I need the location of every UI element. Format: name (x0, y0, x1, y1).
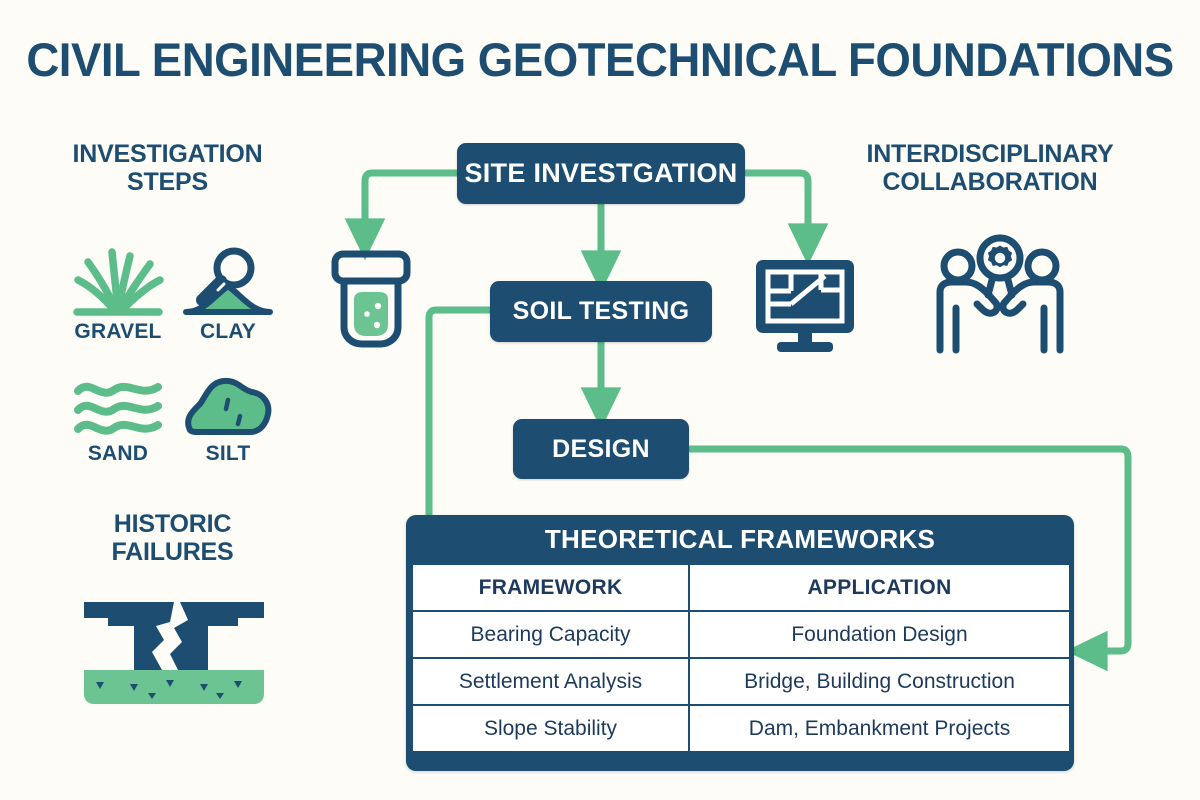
soil-blob-silt-icon (172, 362, 284, 440)
table-row: Settlement Analysis Bridge, Building Con… (411, 657, 1071, 706)
heading-line-2: COLLABORATION (882, 168, 1098, 196)
flow-node-label: SOIL TESTING (512, 297, 690, 325)
flow-node-label: DESIGN (552, 434, 650, 463)
heading-line-2: STEPS (127, 168, 208, 196)
heading-line-1: INVESTIGATION (72, 140, 263, 168)
soil-type-label: SAND (87, 442, 149, 465)
heading-line-2: FAILURES (111, 538, 234, 566)
flow-node-soil-testing[interactable]: SOIL TESTING (490, 281, 712, 342)
table-row: Bearing Capacity Foundation Design (411, 610, 1071, 659)
cracked-foundation-icon (78, 596, 270, 711)
heading-line-1: INTERDISCIPLINARY (866, 140, 1114, 168)
soil-type-label: GRAVEL (74, 320, 162, 343)
grass-gravel-icon (62, 240, 174, 318)
connector-design-to-table (689, 445, 1132, 672)
connector-site-to-jar (344, 169, 457, 261)
page-title: CIVIL ENGINEERING GEOTECHNICAL FOUNDATIO… (26, 33, 1174, 86)
section-heading-interdisciplinary-collaboration: INTERDISCIPLINARY COLLABORATION (845, 140, 1135, 196)
table-cell-framework: Bearing Capacity (411, 610, 690, 659)
flow-node-label: SITE INVESTGATION (464, 158, 738, 188)
monitor-site-plan-icon (755, 256, 855, 359)
soil-type-sand: SAND (62, 362, 174, 466)
soil-type-clay: CLAY (172, 240, 284, 344)
heading-line-1: HISTORIC (113, 510, 232, 538)
magnifier-mound-clay-icon (172, 240, 284, 318)
table-header-framework: FRAMEWORK (411, 563, 690, 612)
flow-node-design[interactable]: DESIGN (513, 419, 689, 479)
soil-type-gravel: GRAVEL (62, 240, 174, 344)
theoretical-frameworks-table: THEORETICAL FRAMEWORKS FRAMEWORK APPLICA… (406, 515, 1074, 771)
framework-table-grid: FRAMEWORK APPLICATION Bearing Capacity F… (411, 563, 1071, 753)
table-header-application: APPLICATION (688, 563, 1071, 612)
table-title: THEORETICAL FRAMEWORKS (544, 523, 936, 554)
table-header-row: FRAMEWORK APPLICATION (411, 563, 1071, 612)
soil-type-silt: SILT (172, 362, 284, 466)
waves-sand-icon (62, 362, 174, 440)
section-heading-investigation-steps: INVESTIGATION STEPS (35, 140, 300, 196)
connector-site-to-monitor (745, 169, 829, 266)
table-cell-application: Foundation Design (688, 610, 1071, 659)
table-cell-framework: Slope Stability (411, 704, 690, 753)
table-row: Slope Stability Dam, Embankment Projects (411, 704, 1071, 753)
table-cell-application: Dam, Embankment Projects (688, 704, 1071, 753)
soil-sample-jar-icon (329, 249, 413, 354)
soil-type-label: CLAY (199, 320, 257, 343)
table-cell-framework: Settlement Analysis (411, 657, 690, 706)
connector-soil-to-table (425, 306, 490, 521)
flow-node-site-investigation[interactable]: SITE INVESTGATION (457, 143, 745, 204)
section-heading-historic-failures: HISTORIC FAILURES (60, 510, 285, 566)
two-people-gear-handshake-icon (930, 232, 1070, 361)
table-cell-application: Bridge, Building Construction (688, 657, 1071, 706)
soil-type-label: SILT (205, 442, 251, 465)
